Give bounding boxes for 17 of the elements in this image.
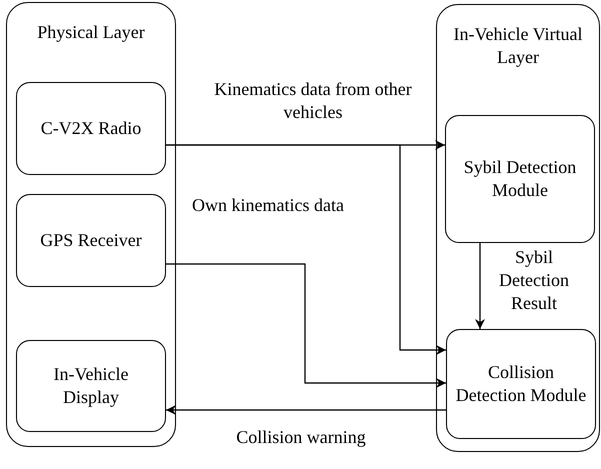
module-box bbox=[16, 340, 166, 432]
module-label: Collision Detection Module bbox=[454, 361, 588, 407]
arrow bbox=[166, 144, 446, 355]
arrow bbox=[166, 405, 446, 415]
arrow bbox=[166, 263, 446, 388]
module-label: C-V2X Radio bbox=[40, 117, 142, 140]
module-box bbox=[16, 82, 166, 175]
module-label: GPS Receiver bbox=[39, 229, 143, 252]
arrow bbox=[475, 243, 485, 329]
module-box bbox=[446, 329, 596, 439]
module-label: Sybil Detection Module bbox=[462, 156, 578, 202]
module-box bbox=[16, 194, 166, 287]
layer-title: Physical Layer bbox=[36, 21, 146, 44]
layer-container bbox=[6, 2, 176, 447]
module-label: In-Vehicle Display bbox=[52, 363, 130, 409]
module-box bbox=[445, 115, 595, 243]
layer-title: In-Vehicle Virtual Layer bbox=[452, 23, 584, 69]
